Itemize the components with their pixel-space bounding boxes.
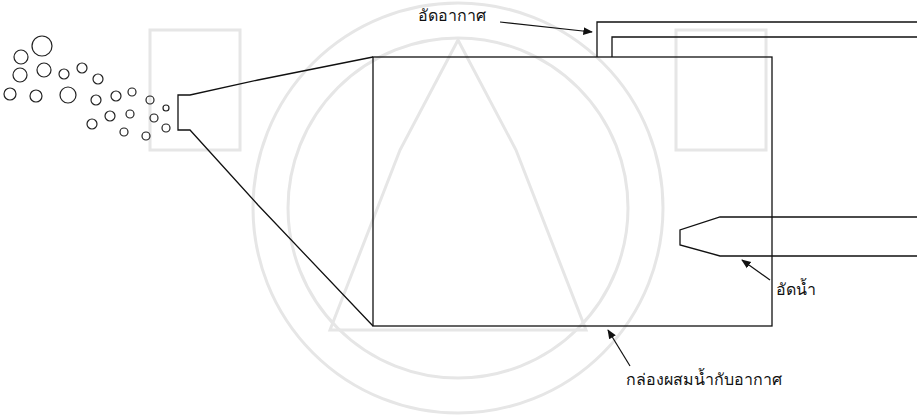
water-pipe xyxy=(680,217,917,256)
bubbles xyxy=(4,36,170,140)
part-label: กล่องผสมน้ำกับอากาศ xyxy=(626,370,782,389)
input-label: อัดน้ำ xyxy=(776,280,816,299)
air-pipe xyxy=(597,22,917,57)
nozzle-body xyxy=(178,57,772,326)
leader-lines xyxy=(500,22,770,366)
input-label: อัดอากาศ xyxy=(418,6,486,25)
watermark-seal xyxy=(150,3,766,413)
